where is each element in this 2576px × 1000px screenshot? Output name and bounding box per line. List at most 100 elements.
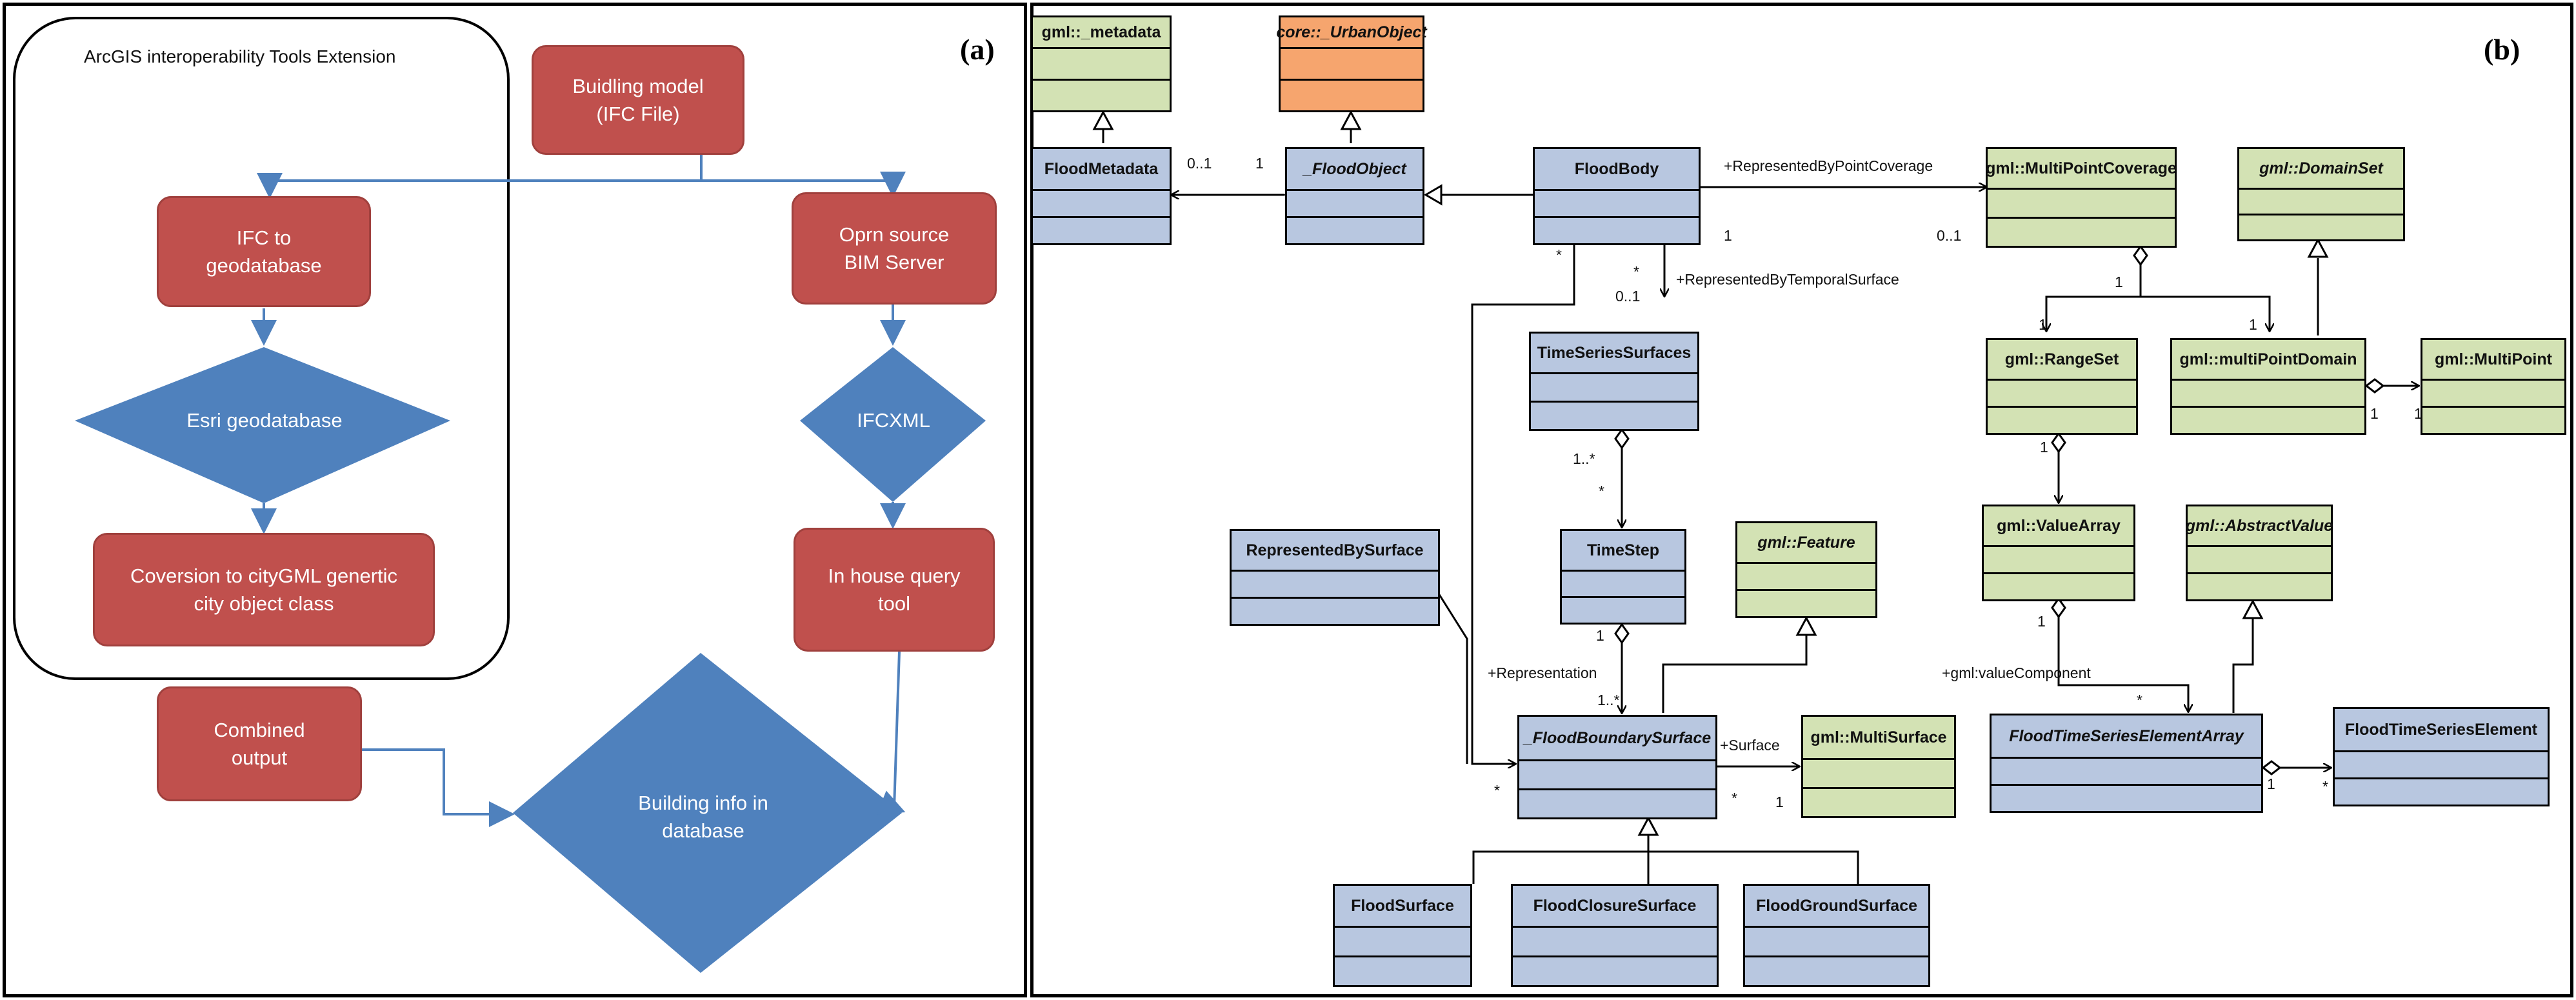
- class-flood-metadata-name: FloodMetadata: [1033, 149, 1170, 191]
- class-flood-ground-surface-name: FloodGroundSurface: [1745, 886, 1928, 928]
- class-time-series-surfaces-name: TimeSeriesSurfaces: [1531, 334, 1697, 374]
- gen-surfaces-head: [1637, 815, 1659, 836]
- building-info-label: Building info in database: [638, 791, 768, 842]
- class-value-array-name: gml::ValueArray: [1984, 506, 2133, 547]
- class-represented-by-surface-name: RepresentedBySurface: [1232, 531, 1438, 572]
- ifcxml-diamond: [800, 347, 986, 502]
- panel-b-label: (b): [2484, 33, 2521, 66]
- label-m-1-i: 1: [1596, 627, 1604, 644]
- class-flood-surface-name: FloodSurface: [1335, 886, 1470, 928]
- label-m-01-a: 0..1: [1187, 155, 1212, 172]
- label-m-1-j: 1: [1775, 794, 1784, 810]
- class-feature-name: gml::Feature: [1737, 523, 1875, 564]
- class-multi-surface: gml::MultiSurface: [1801, 715, 1956, 818]
- class-abstract-value: gml::AbstractValue: [2186, 505, 2333, 601]
- agg-tss-diamond: [1614, 428, 1630, 450]
- class-multipoint-name: gml::MultiPoint: [2422, 340, 2564, 381]
- class-flood-object-name: _FloodObject: [1287, 149, 1423, 191]
- conversion-node: Coversion to cityGML genertic city objec…: [93, 533, 435, 646]
- label-value-component: +gml:valueComponent: [1942, 665, 2091, 681]
- combined-output-node: Combined output: [157, 686, 362, 801]
- class-flood-ts-element: FloodTimeSeriesElement: [2333, 707, 2550, 806]
- ifc-to-geodatabase-node: IFC to geodatabase: [157, 196, 371, 307]
- arrow-combined-to-db: [361, 748, 515, 827]
- label-m-1-f: 1: [2370, 405, 2379, 422]
- class-multi-surface-name: gml::MultiSurface: [1803, 717, 1954, 760]
- label-surface: +Surface: [1720, 737, 1780, 754]
- label-m-star-c: *: [1599, 483, 1604, 499]
- gen-metadata-head: [1092, 110, 1114, 130]
- panel-a-label: (a): [960, 33, 995, 66]
- label-m-star-a: *: [1556, 246, 1562, 263]
- assoc-coverage-domain: [2141, 295, 2270, 332]
- class-represented-by-surface: RepresentedBySurface: [1230, 529, 1440, 626]
- class-multipoint-domain: gml::multiPointDomain: [2170, 338, 2366, 435]
- class-multipoint: gml::MultiPoint: [2421, 338, 2566, 435]
- label-m-star-g: *: [2322, 778, 2328, 795]
- class-flood-ground-surface: FloodGroundSurface: [1743, 884, 1930, 987]
- gen-feature: [1662, 634, 1808, 713]
- class-flood-ts-element-name: FloodTimeSeriesElement: [2335, 709, 2548, 752]
- arrow-model-split: [270, 154, 893, 182]
- class-multipoint-coverage-name: gml::MultiPointCoverage: [1986, 149, 2177, 190]
- assoc-rbs-boundary: [1437, 593, 1468, 764]
- label-m-1-c: 1: [2115, 274, 2123, 290]
- class-flood-boundary-surface-name: _FloodBoundarySurface: [1519, 717, 1715, 761]
- agg-domain-diamond: [2364, 378, 2385, 394]
- gen-abstract-value: [2232, 618, 2254, 713]
- arrow-query-to-db: [876, 651, 906, 815]
- assoc-body-boundary: [1471, 245, 1575, 764]
- label-represented-by-point-coverage: +RepresentedByPointCoverage: [1724, 157, 1933, 174]
- class-range-set: gml::RangeSet: [1986, 338, 2138, 435]
- label-m-1-a: 1: [1255, 155, 1264, 172]
- label-m-1star-b: 1..*: [1597, 692, 1620, 708]
- label-m-star-f: *: [2137, 692, 2142, 708]
- assoc-valuearray-tsarray: [2057, 617, 2188, 712]
- label-representation: +Representation: [1488, 665, 1597, 681]
- class-flood-ts-element-array-name: FloodTimeSeriesElementArray: [1992, 715, 2261, 759]
- class-abstract-value-name: gml::AbstractValue: [2186, 506, 2333, 547]
- class-flood-boundary-surface: _FloodBoundarySurface: [1517, 715, 1717, 819]
- class-flood-ts-element-array: FloodTimeSeriesElementArray: [1990, 714, 2263, 813]
- label-m-01-b: 0..1: [1937, 227, 1962, 244]
- extension-boundary: [13, 17, 510, 680]
- class-urban-object: core::_UrbanObject: [1276, 15, 1427, 112]
- class-feature: gml::Feature: [1735, 521, 1877, 618]
- gen-feature-head: [1795, 615, 1817, 636]
- class-gml-metadata: gml::_metadata: [1031, 15, 1172, 112]
- class-urban-object-name: core::_UrbanObject: [1276, 17, 1427, 49]
- label-m-1-g: 1: [2414, 405, 2422, 422]
- class-domain-set: gml::DomainSet: [2237, 147, 2405, 241]
- class-flood-object: _FloodObject: [1285, 147, 1424, 245]
- gen-domainset-head: [2307, 237, 2329, 258]
- extension-label: ArcGIS interoperability Tools Extension: [84, 46, 396, 66]
- class-domain-set-name: gml::DomainSet: [2239, 149, 2403, 190]
- label-m-01-c: 0..1: [1615, 288, 1641, 305]
- class-time-step-name: TimeStep: [1562, 531, 1684, 572]
- label-m-1-l: 1: [2267, 775, 2275, 792]
- class-value-array: gml::ValueArray: [1982, 505, 2135, 601]
- gen-floodbody-head: [1424, 184, 1443, 206]
- class-flood-surface: FloodSurface: [1333, 884, 1472, 987]
- label-m-1-d: 1: [2039, 316, 2047, 333]
- class-flood-closure-surface: FloodClosureSurface: [1511, 884, 1719, 987]
- gen-abstract-head: [2242, 599, 2264, 619]
- ifcxml-label: IFCXML: [857, 409, 930, 432]
- class-multipoint-domain-name: gml::multiPointDomain: [2172, 340, 2364, 381]
- esri-geodatabase-diamond: [75, 347, 450, 503]
- in-house-query-node: In house query tool: [794, 528, 995, 652]
- label-m-star-e: *: [1494, 782, 1500, 799]
- class-time-step: TimeStep: [1560, 529, 1686, 625]
- class-flood-body-name: FloodBody: [1535, 149, 1699, 191]
- gen-urban-head: [1340, 110, 1362, 130]
- label-m-1-b: 1: [1724, 227, 1732, 244]
- label-m-1-h: 1: [2040, 439, 2048, 455]
- label-m-1-e: 1: [2249, 316, 2257, 333]
- class-multipoint-coverage: gml::MultiPointCoverage: [1986, 147, 2177, 248]
- class-range-set-name: gml::RangeSet: [1988, 340, 2136, 381]
- agg-rangeset-diamond: [2051, 432, 2066, 454]
- class-time-series-surfaces: TimeSeriesSurfaces: [1529, 332, 1699, 431]
